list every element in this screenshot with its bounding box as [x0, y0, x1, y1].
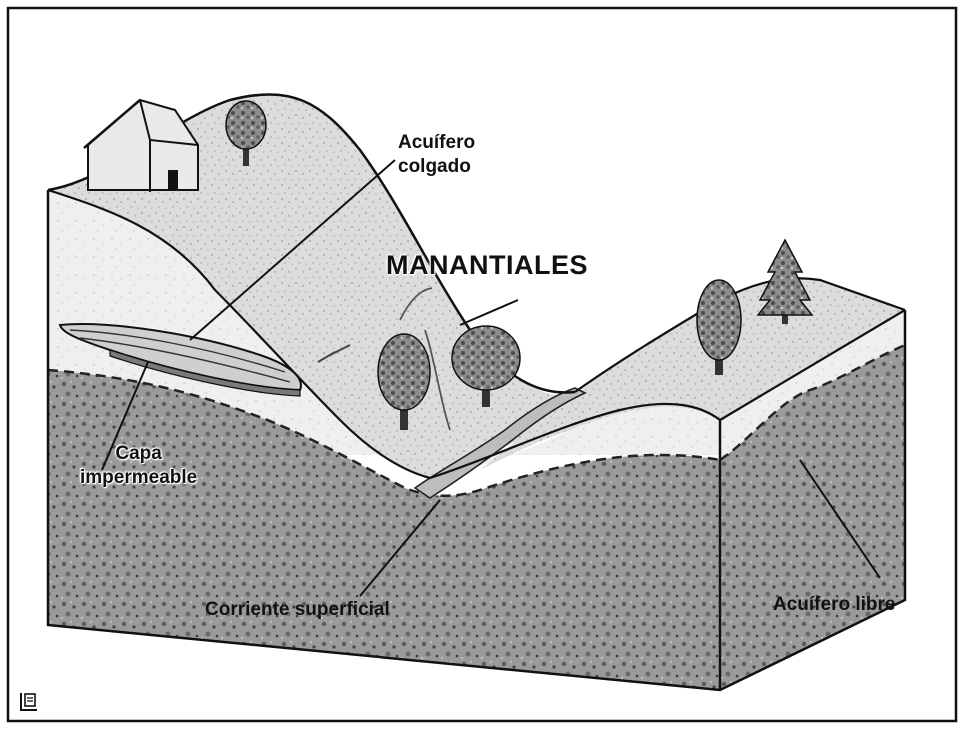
perched-aquifer [58, 323, 302, 397]
tree-icon [696, 279, 742, 375]
leader-capa-impermeable [101, 361, 149, 471]
house-icon [83, 98, 199, 192]
label-capa-impermeable-line2: impermeable [80, 467, 198, 488]
spring-seep [317, 344, 351, 363]
stream [413, 387, 587, 499]
water-table-line [47, 368, 721, 498]
front-top-edge [47, 188, 906, 480]
right-plateau-surface [480, 278, 905, 470]
water-table-line-side [719, 343, 906, 462]
label-capa-impermeable: Capa impermeable [80, 442, 197, 490]
tree-icon [451, 325, 521, 407]
label-capa-impermeable-line1: Capa [115, 443, 162, 464]
leader-manantiales [459, 299, 519, 326]
tree-icon [377, 333, 431, 430]
saturated-zone [48, 370, 720, 690]
conifer-icon [756, 238, 814, 324]
spring-seep-2 [399, 287, 451, 431]
label-manantiales: MANANTIALES [386, 250, 588, 280]
side-face-light [720, 310, 905, 460]
leader-corriente-superficial [359, 499, 441, 597]
label-acuifero-libre: Acuífero libre [773, 594, 896, 615]
label-acuifero-colgado-line2: colgado [398, 156, 471, 177]
label-acuifero-colgado: Acuífero colgado [398, 131, 475, 179]
document-icon[interactable] [18, 690, 40, 712]
leader-acuifero-colgado [189, 159, 396, 341]
label-acuifero-colgado-line1: Acuífero [398, 132, 476, 153]
tree-icon [225, 100, 267, 166]
leader-acuifero-libre [799, 459, 881, 579]
label-corriente-superficial: Corriente superficial [205, 599, 390, 620]
